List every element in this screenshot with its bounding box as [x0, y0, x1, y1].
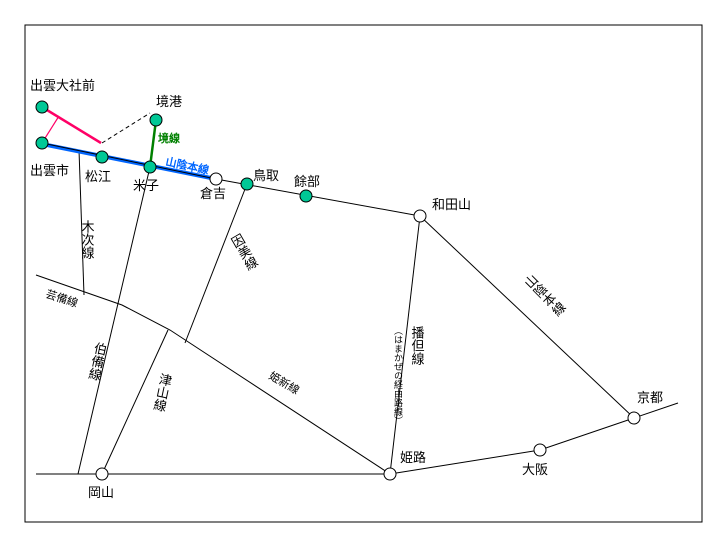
- label-yonago: 米子: [133, 179, 159, 194]
- label-sakai-line: 境線: [158, 131, 180, 145]
- sanin-east-line: [419, 215, 635, 419]
- label-izumoshi: 出雲市: [30, 163, 69, 179]
- station-okayama[interactable]: [95, 467, 109, 481]
- label-matsue: 松江: [85, 170, 111, 185]
- label-wadayama: 和田山: [432, 198, 471, 213]
- tokaido-sanyo-line: [389, 402, 679, 475]
- label-bantan-note: （はまかぜの経由路線）: [392, 326, 403, 425]
- station-yonago[interactable]: [143, 160, 157, 174]
- station-sakaiminato[interactable]: [149, 113, 163, 127]
- sanin-blue-line-core: [41, 142, 217, 180]
- station-matsue[interactable]: [95, 150, 109, 164]
- station-wadayama[interactable]: [413, 209, 427, 223]
- geibi-kishin-line: [35, 274, 391, 475]
- label-osaka: 大阪: [522, 463, 548, 478]
- station-kyoto[interactable]: [627, 411, 641, 425]
- station-tottori[interactable]: [240, 177, 254, 191]
- station-himeji[interactable]: [383, 467, 397, 481]
- label-kyoto: 京都: [637, 391, 663, 406]
- label-sakaiminato: 境港: [156, 95, 182, 110]
- label-amarube: 餘部: [294, 174, 320, 190]
- inbi-line: [184, 183, 248, 344]
- hakubi-line: [77, 166, 151, 475]
- label-bantan-line: 播但線: [409, 326, 425, 365]
- sakai-line: [148, 119, 158, 168]
- label-izumo-taisha-mae: 出雲大社前: [30, 78, 95, 94]
- label-himeji: 姫路: [400, 450, 426, 466]
- bantan-line: [389, 215, 421, 475]
- label-okayama: 岡山: [88, 486, 114, 501]
- label-kurayoshi: 倉吉: [200, 187, 226, 202]
- label-tottori: 鳥取: [253, 169, 279, 184]
- map-frame: [24, 24, 703, 523]
- station-amarube[interactable]: [299, 189, 313, 203]
- station-izumoshi[interactable]: [35, 136, 49, 150]
- ferry-dashed-line: [101, 112, 151, 144]
- ichibata-line: [41, 105, 102, 145]
- kisuki-line: [78, 149, 85, 296]
- station-kurayoshi[interactable]: [209, 172, 223, 186]
- tsuyama-line: [101, 329, 169, 475]
- label-kisuki-line: 木次線: [79, 220, 95, 259]
- station-izumo-taisha-mae[interactable]: [35, 100, 49, 114]
- station-osaka[interactable]: [533, 443, 547, 457]
